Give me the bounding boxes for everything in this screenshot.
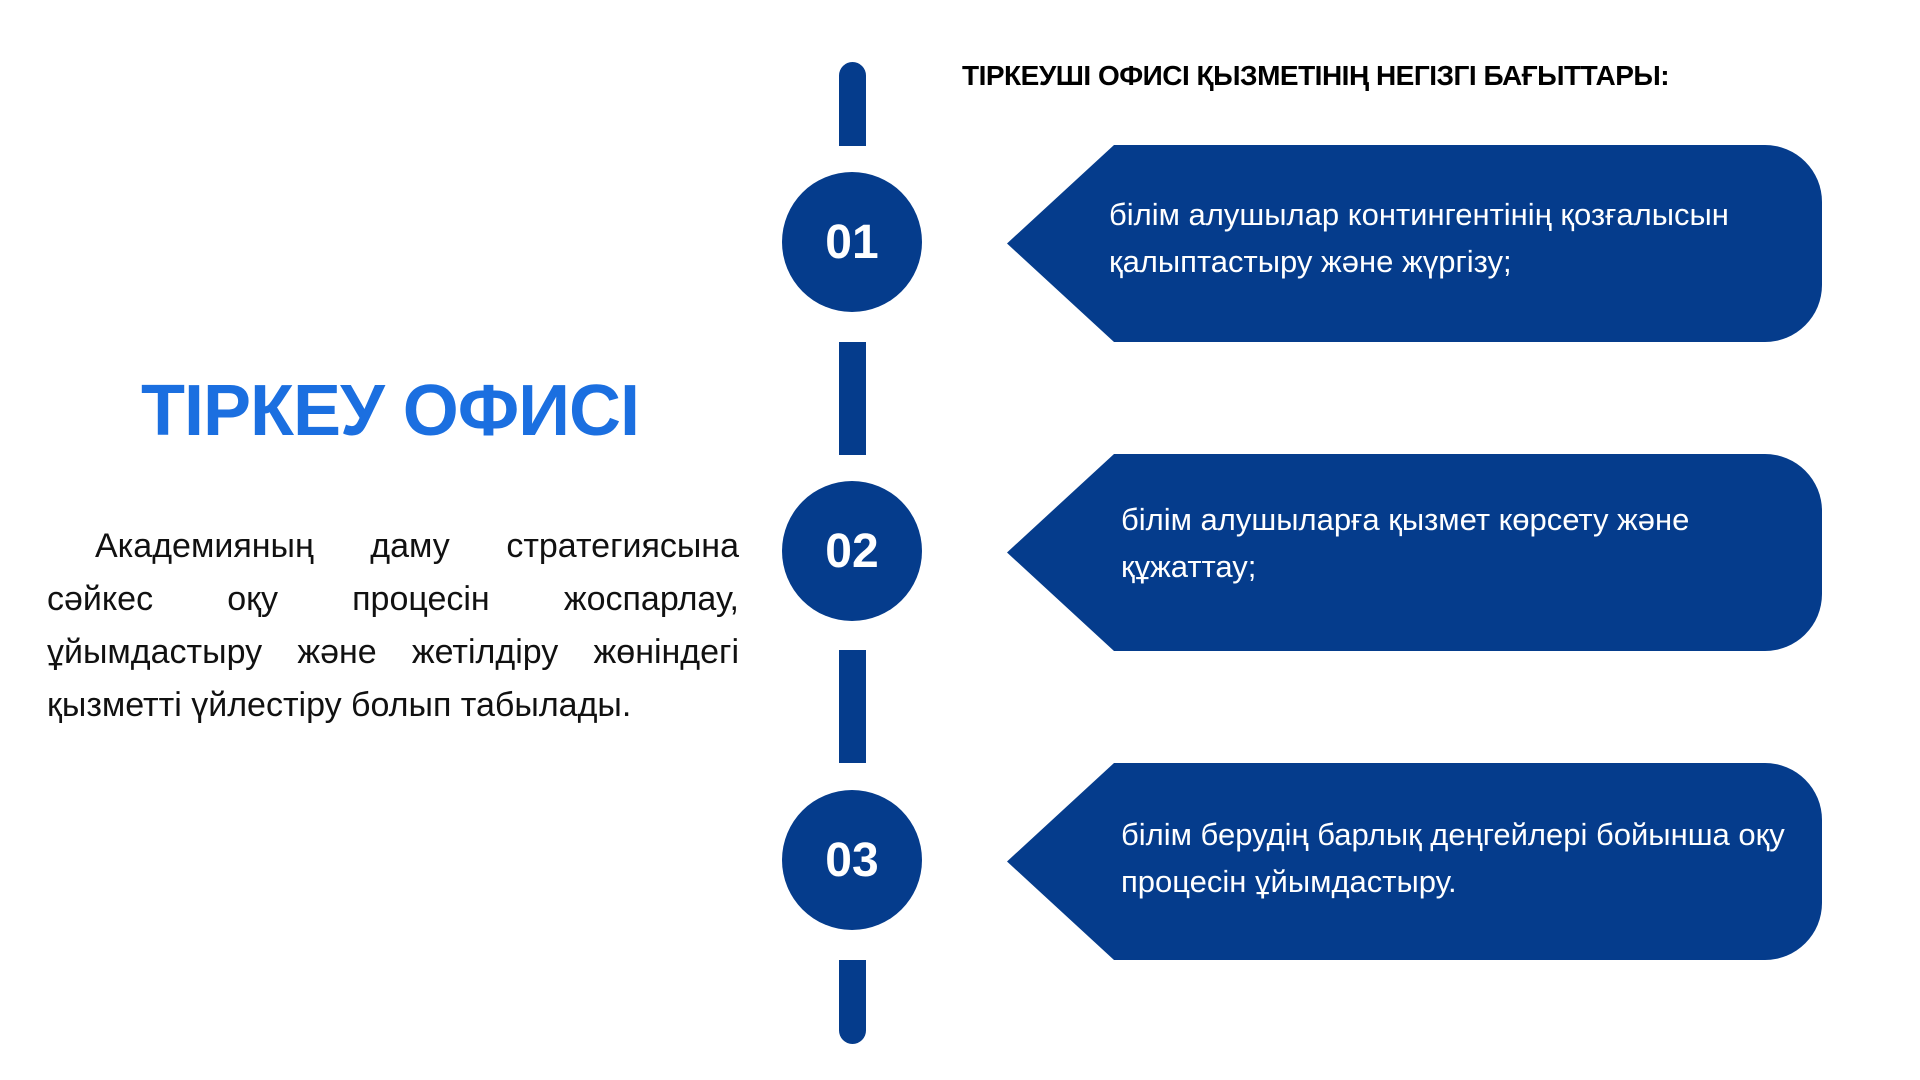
section-header: ТІРКЕУШІ ОФИСІ ҚЫЗМЕТІНІҢ НЕГІЗГІ БАҒЫТТ… bbox=[962, 60, 1670, 91]
timeline-segment bbox=[839, 62, 866, 146]
step-text: білім алушылар контингентінің қозғалысын… bbox=[1109, 197, 1729, 279]
timeline-segment bbox=[839, 342, 866, 455]
step-number-badge: 01 bbox=[782, 172, 922, 312]
step-card-2: білім алушыларға қызмет көрсету және құж… bbox=[1007, 454, 1822, 651]
step-text: білім алушыларға қызмет көрсету және құж… bbox=[1121, 502, 1690, 584]
step-number-badge: 02 bbox=[782, 481, 922, 621]
page-title: ТІРКЕУ ОФИСІ bbox=[141, 371, 640, 451]
step-card-3: білім берудің барлық деңгейлері бойынша … bbox=[1007, 763, 1822, 960]
step-card-1: білім алушылар контингентінің қозғалысын… bbox=[1007, 145, 1822, 342]
step-text: білім берудің барлық деңгейлері бойынша … bbox=[1121, 817, 1785, 899]
step-number-badge: 03 bbox=[782, 790, 922, 930]
timeline-segment bbox=[839, 960, 866, 1044]
arrow-card-shape bbox=[1007, 454, 1822, 651]
description-text: Академияның даму стратегиясына сәйкес оқ… bbox=[47, 527, 739, 724]
arrow-card-shape bbox=[1007, 763, 1822, 960]
arrow-card-shape bbox=[1007, 145, 1822, 342]
timeline-segment bbox=[839, 650, 866, 763]
